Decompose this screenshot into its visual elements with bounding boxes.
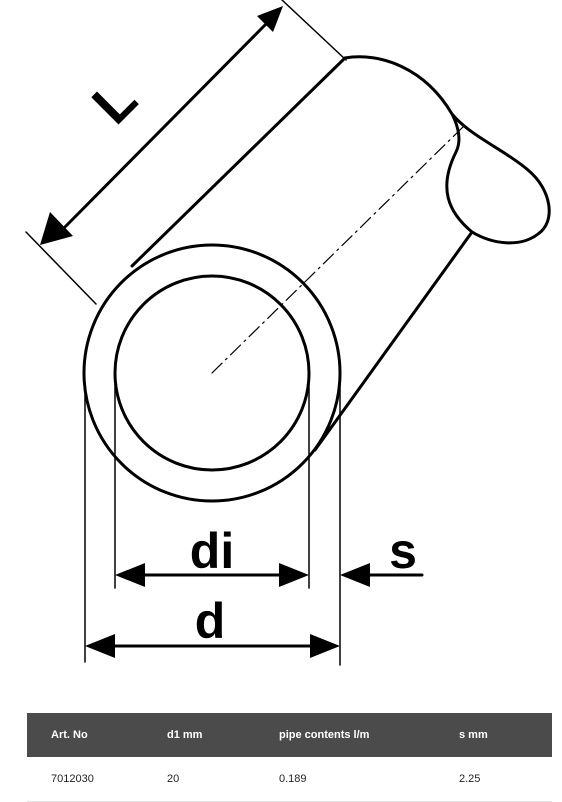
pipe-outer-circle xyxy=(82,243,342,503)
length-extension-line-right xyxy=(281,0,347,61)
wall-thickness-label: s xyxy=(389,523,417,579)
cell-pipe-contents: 0.189 xyxy=(255,757,435,802)
length-arrowhead-bottom xyxy=(40,212,73,245)
wall-thickness-arrowhead xyxy=(340,563,370,587)
pipe-dimension-diagram: L di s d xyxy=(25,0,551,666)
outer-diameter-arrowhead-right xyxy=(310,634,340,658)
pipe-center-line xyxy=(211,125,465,374)
column-header-d1: d1 mm xyxy=(143,713,255,757)
pipe-far-end xyxy=(343,55,551,245)
inner-diameter-arrowhead-right xyxy=(279,563,309,587)
table-header-row: Art. No d1 mm pipe contents l/m s mm xyxy=(27,713,552,757)
inner-diameter-label: di xyxy=(190,523,234,579)
cell-art-no: 7012030 xyxy=(27,757,143,802)
specification-table: Art. No d1 mm pipe contents l/m s mm 701… xyxy=(27,713,552,802)
outer-diameter-arrowhead-left xyxy=(85,634,115,658)
cell-s: 2.25 xyxy=(435,757,552,802)
length-arrowhead-top xyxy=(257,6,283,32)
length-extension-line-left xyxy=(25,231,97,305)
pipe-bottom-edge xyxy=(313,230,474,452)
table-row: 7012030 20 0.189 2.25 xyxy=(27,757,552,802)
cell-d1: 20 xyxy=(143,757,255,802)
column-header-art-no: Art. No xyxy=(27,713,143,757)
inner-diameter-arrowhead-left xyxy=(115,563,145,587)
column-header-pipe-contents: pipe contents l/m xyxy=(255,713,435,757)
pipe-inner-circle xyxy=(113,274,311,472)
column-header-s: s mm xyxy=(435,713,552,757)
pipe-top-edge xyxy=(130,56,347,268)
length-label: L xyxy=(80,67,149,136)
outer-diameter-label: d xyxy=(195,593,226,649)
length-dimension-line xyxy=(60,20,270,232)
